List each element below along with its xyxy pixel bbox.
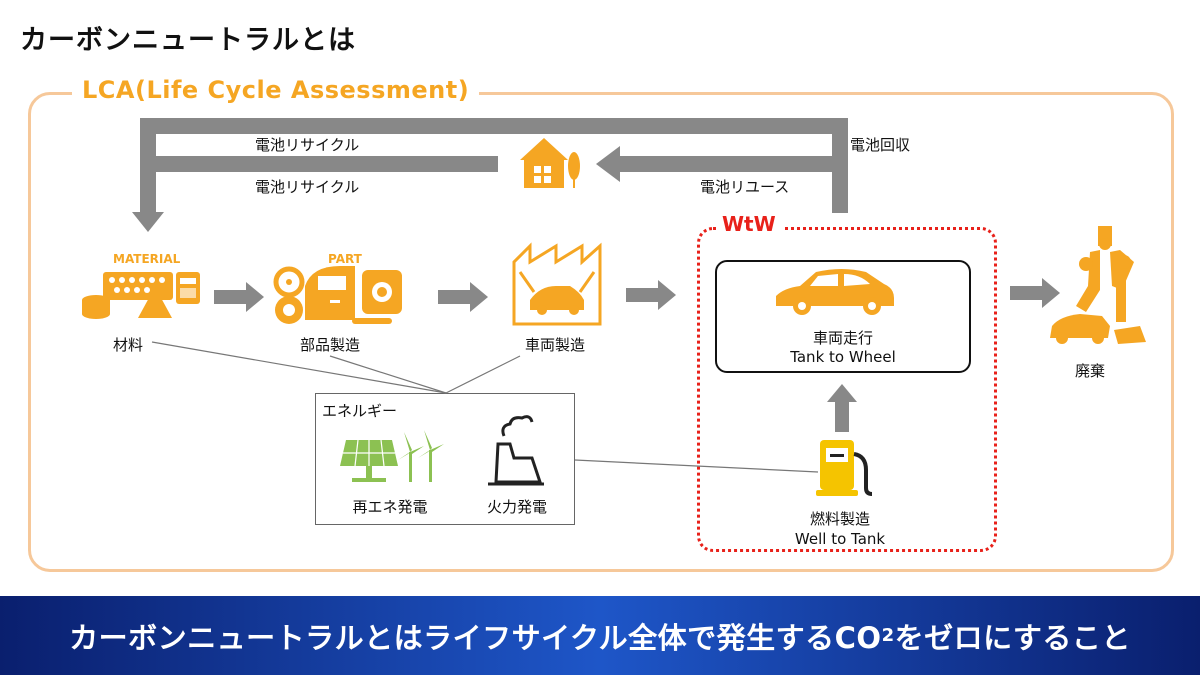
flow-arrow-2 bbox=[438, 282, 488, 312]
well-to-tank-label: Well to Tank bbox=[794, 530, 886, 548]
battery-reuse-label: 電池リユース bbox=[700, 178, 790, 196]
energy-connector-lines bbox=[151, 341, 819, 473]
fuel-pump-icon bbox=[816, 440, 873, 496]
battery-recycle-label-bottom: 電池リサイクル bbox=[255, 178, 360, 196]
battery-reuse-arrow bbox=[596, 146, 832, 182]
page-title: カーボンニュートラルとは bbox=[20, 25, 356, 56]
battery-recycle-arrow bbox=[156, 156, 498, 172]
flow-arrow-3 bbox=[626, 280, 676, 310]
fuel-production-label: 燃料製造 bbox=[809, 510, 870, 528]
banner-text-after: をゼロにすること bbox=[894, 620, 1131, 655]
vehicle-manufacturing-label: 車両製造 bbox=[524, 336, 585, 354]
banner-text-before: カーボンニュートラルとはライフサイクル全体で発生するCO bbox=[69, 620, 882, 655]
battery-collection-label: 電池回収 bbox=[850, 136, 911, 154]
battery-loop-arrow bbox=[132, 118, 848, 232]
vehicle-factory-icon bbox=[512, 242, 602, 326]
renewable-power-label: 再エネ発電 bbox=[352, 498, 428, 516]
thermal-power-label: 火力発電 bbox=[486, 498, 547, 516]
lca-frame bbox=[28, 92, 1174, 572]
part-icon-tag: PART bbox=[328, 252, 362, 266]
house-icon bbox=[520, 138, 580, 188]
battery-recycle-label-top: 電池リサイクル bbox=[255, 136, 360, 154]
wind-turbine-icon bbox=[398, 430, 444, 482]
tank-to-wheel-box bbox=[715, 260, 971, 373]
material-icon bbox=[82, 272, 200, 319]
disposal-icon bbox=[1050, 226, 1146, 344]
solar-panel-icon bbox=[340, 439, 398, 482]
thermal-plant-icon bbox=[488, 415, 544, 486]
car-icon bbox=[776, 269, 894, 315]
tank-to-wheel-label: Tank to Wheel bbox=[790, 348, 896, 366]
banner-subscript: 2 bbox=[881, 625, 895, 646]
lca-label: LCA(Life Cycle Assessment) bbox=[72, 76, 480, 104]
material-label: 材料 bbox=[112, 336, 143, 354]
wtw-frame bbox=[697, 227, 997, 552]
driving-label: 車両走行 bbox=[812, 329, 873, 347]
parts-icon bbox=[273, 266, 402, 324]
energy-title: エネルギー bbox=[322, 402, 398, 420]
flow-arrow-4 bbox=[1010, 278, 1060, 308]
material-icon-tag: MATERIAL bbox=[113, 252, 181, 266]
flow-arrow-1 bbox=[214, 282, 264, 312]
disposal-label: 廃棄 bbox=[1074, 362, 1105, 380]
wtw-label: WtW bbox=[716, 212, 782, 236]
parts-label: 部品製造 bbox=[299, 336, 360, 354]
flow-arrow-up bbox=[827, 384, 857, 432]
